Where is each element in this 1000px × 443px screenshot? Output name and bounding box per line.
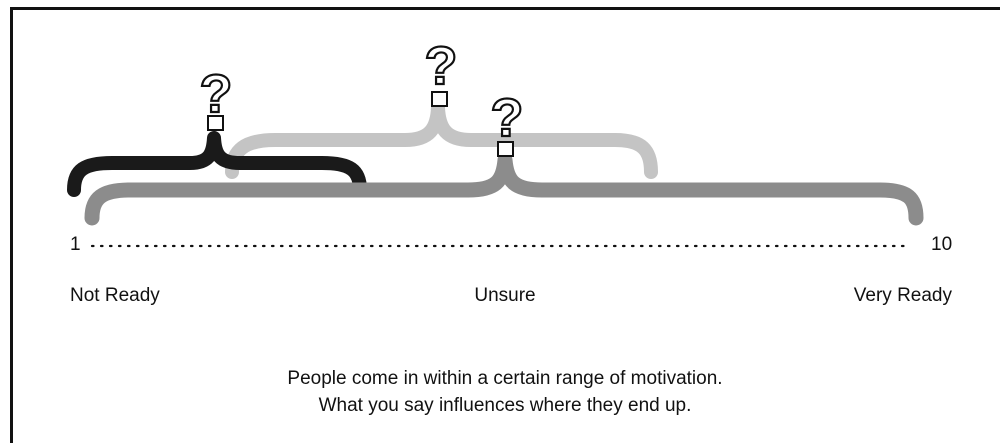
question-mark-full-box: [497, 141, 514, 157]
question-mark-low-box: [207, 115, 224, 131]
question-mark-mid: ?: [423, 35, 459, 107]
caption-line-2: What you say influences where they end u…: [319, 395, 692, 416]
question-mark-full: ?: [489, 87, 525, 157]
question-mark-low-text: ?: [200, 64, 233, 124]
scale-max-label: 10: [931, 234, 952, 255]
brace-low-range: [67, 131, 367, 197]
brace-full-range: [84, 152, 924, 226]
unsure-label: Unsure: [474, 285, 535, 306]
not-ready-label: Not Ready: [70, 285, 160, 306]
very-ready-label: Very Ready: [854, 285, 953, 306]
question-mark-mid-box: [431, 91, 448, 107]
caption-line-1: People come in within a certain range of…: [287, 368, 722, 389]
question-mark-low: ?: [198, 63, 234, 131]
brace-mid-range: [225, 101, 658, 179]
question-mark-mid-text: ?: [425, 36, 458, 96]
scale-min-label: 1: [70, 234, 81, 255]
diagram-frame: [10, 7, 1000, 443]
question-mark-full-text: ?: [491, 88, 524, 148]
